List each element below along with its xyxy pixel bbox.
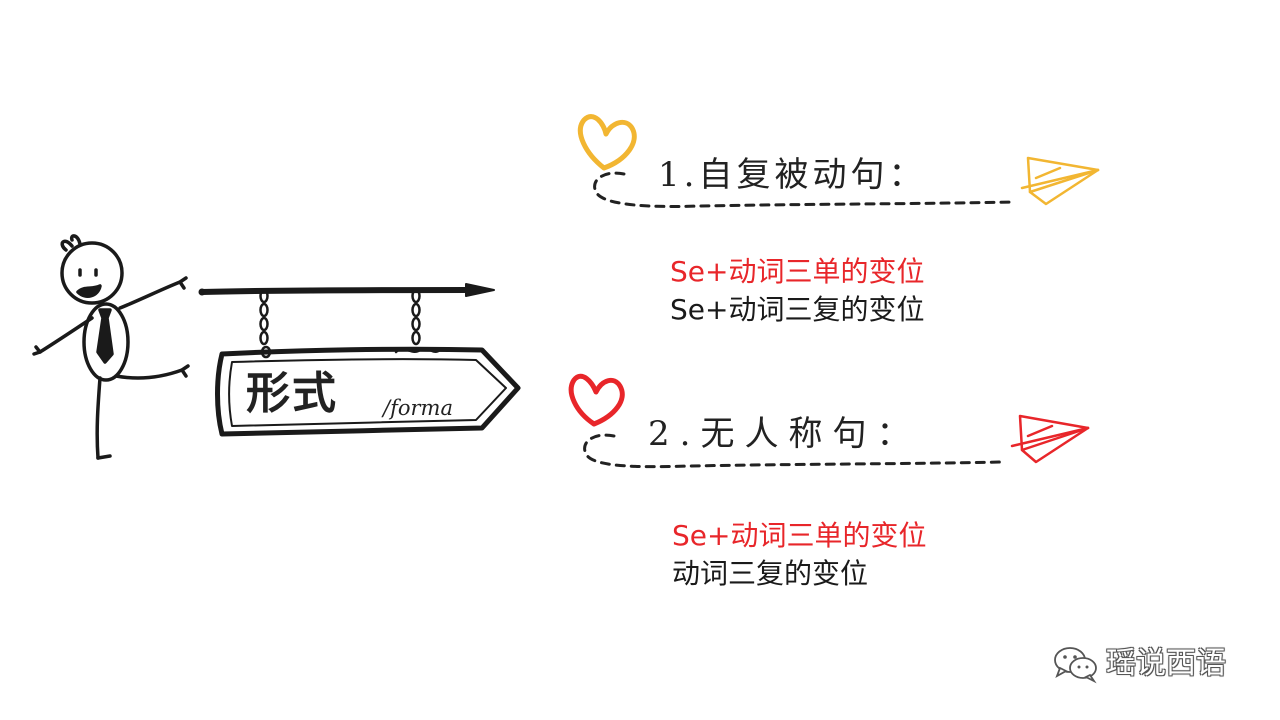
wechat-icon: [1054, 647, 1097, 684]
sign-subtitle: /forma: [383, 396, 453, 420]
watermark: 瑶说西语: [1052, 644, 1226, 684]
section-1-decoration: [577, 114, 1100, 208]
paper-plane-icon: [1020, 156, 1100, 206]
section-1-heading: 1.自复被动句：: [658, 155, 927, 195]
section-2-heading: 2.无人称句：: [648, 414, 921, 454]
section-1-line-1: Se+动词三单的变位: [670, 255, 925, 288]
section-2-decoration: [568, 373, 1090, 469]
section-1-line-2: Se+动词三复的变位: [670, 293, 925, 326]
signboard-illustration: [198, 283, 521, 437]
watermark-text: 瑶说西语: [1106, 646, 1226, 681]
paper-plane-icon: [1010, 414, 1090, 464]
yellow-heart-icon: [577, 114, 637, 171]
stick-figure-illustration: [32, 234, 190, 460]
section-2-line-1: Se+动词三单的变位: [672, 519, 927, 552]
red-heart-icon: [568, 373, 625, 427]
section-2-line-2: 动词三复的变位: [672, 557, 869, 590]
dashed-underline: [593, 171, 1014, 208]
sign-title: 形式: [246, 368, 338, 419]
dashed-underline: [583, 433, 1004, 469]
